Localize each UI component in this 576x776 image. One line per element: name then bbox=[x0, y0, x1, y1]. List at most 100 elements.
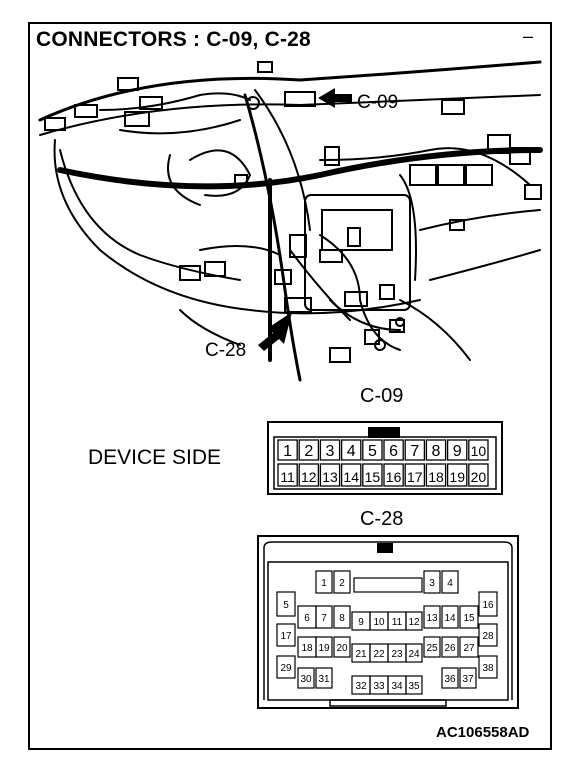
c28-pin-22: 22 bbox=[369, 643, 389, 663]
svg-text:15: 15 bbox=[365, 469, 381, 485]
c09-pin-19: 19 bbox=[446, 463, 468, 487]
svg-text:9: 9 bbox=[453, 443, 462, 460]
c09-pin-13: 13 bbox=[319, 463, 341, 487]
svg-text:24: 24 bbox=[408, 649, 420, 660]
c09-pin-16: 16 bbox=[383, 463, 404, 487]
c28-pin-26: 26 bbox=[441, 636, 459, 658]
c28-pin-14: 14 bbox=[441, 605, 459, 629]
c28-pin-3: 3 bbox=[423, 570, 441, 594]
svg-text:6: 6 bbox=[389, 443, 398, 460]
c28-pin-19: 19 bbox=[315, 636, 333, 658]
arrow-to-c28 bbox=[258, 312, 292, 351]
svg-text:7: 7 bbox=[410, 443, 419, 460]
svg-text:29: 29 bbox=[280, 663, 292, 674]
c09-pin-11: 11 bbox=[277, 463, 298, 487]
svg-text:3: 3 bbox=[429, 578, 435, 589]
c28-connector-label: C-28 bbox=[360, 508, 404, 530]
c28-pin-32: 32 bbox=[351, 675, 371, 695]
svg-text:12: 12 bbox=[301, 469, 317, 485]
svg-text:14: 14 bbox=[343, 469, 359, 485]
c09-pin-14: 14 bbox=[340, 463, 362, 487]
svg-text:17: 17 bbox=[280, 631, 292, 642]
c09-pin-20: 20 bbox=[468, 463, 489, 487]
svg-text:34: 34 bbox=[391, 681, 403, 692]
svg-text:9: 9 bbox=[358, 617, 364, 628]
c28-pin-33: 33 bbox=[369, 675, 389, 695]
c28-pin-8: 8 bbox=[333, 605, 351, 629]
callout-c09: C-09 bbox=[357, 92, 399, 113]
c09-pin-7: 7 bbox=[404, 439, 426, 461]
figure-title: CONNECTORS : C-09, C-28 bbox=[36, 28, 311, 51]
c09-pin-17: 17 bbox=[404, 463, 426, 487]
c28-pin-30: 30 bbox=[297, 667, 315, 689]
svg-text:3: 3 bbox=[326, 443, 335, 460]
c28-pin-29: 29 bbox=[276, 655, 296, 679]
svg-text:2: 2 bbox=[304, 443, 313, 460]
svg-text:25: 25 bbox=[426, 643, 438, 654]
c09-pin-2: 2 bbox=[298, 439, 320, 461]
svg-text:6: 6 bbox=[304, 613, 310, 624]
svg-text:2: 2 bbox=[339, 578, 345, 589]
c28-pin-35: 35 bbox=[405, 675, 423, 695]
svg-text:19: 19 bbox=[318, 643, 330, 654]
c28-pin-16: 16 bbox=[478, 591, 498, 617]
svg-text:16: 16 bbox=[482, 600, 494, 611]
svg-text:37: 37 bbox=[462, 674, 474, 685]
svg-text:19: 19 bbox=[449, 469, 465, 485]
c28-pin-15: 15 bbox=[459, 605, 479, 629]
svg-text:20: 20 bbox=[336, 643, 348, 654]
svg-text:13: 13 bbox=[322, 469, 338, 485]
c28-pin-13: 13 bbox=[423, 605, 441, 629]
svg-text:5: 5 bbox=[283, 600, 289, 611]
c28-pin-21: 21 bbox=[351, 643, 371, 663]
svg-text:23: 23 bbox=[391, 649, 403, 660]
c09-pin-18: 18 bbox=[425, 463, 447, 487]
svg-text:20: 20 bbox=[471, 469, 487, 485]
svg-text:11: 11 bbox=[392, 617, 403, 628]
c28-pin-11: 11 bbox=[387, 611, 407, 631]
c28-pin-12: 12 bbox=[405, 611, 423, 631]
c09-pin-6: 6 bbox=[383, 439, 404, 461]
c28-pin-1: 1 bbox=[315, 570, 333, 594]
c28-pin-10: 10 bbox=[369, 611, 389, 631]
c09-pin-5: 5 bbox=[362, 439, 383, 461]
c09-pin-9: 9 bbox=[446, 439, 468, 461]
svg-text:21: 21 bbox=[355, 649, 367, 660]
svg-text:13: 13 bbox=[426, 613, 438, 624]
c09-pin-4: 4 bbox=[340, 439, 362, 461]
callout-c28: C-28 bbox=[205, 340, 247, 361]
svg-text:36: 36 bbox=[444, 674, 456, 685]
c09-pin-3: 3 bbox=[319, 439, 341, 461]
svg-text:1: 1 bbox=[283, 443, 292, 460]
svg-text:16: 16 bbox=[386, 469, 402, 485]
c28-pin-23: 23 bbox=[387, 643, 407, 663]
svg-text:7: 7 bbox=[321, 613, 327, 624]
svg-text:18: 18 bbox=[301, 643, 313, 654]
svg-text:28: 28 bbox=[482, 631, 494, 642]
figure-frame bbox=[28, 22, 552, 750]
svg-text:26: 26 bbox=[444, 643, 456, 654]
svg-text:4: 4 bbox=[447, 578, 453, 589]
svg-text:32: 32 bbox=[355, 681, 367, 692]
c09-pin-1: 1 bbox=[277, 439, 298, 461]
svg-text:18: 18 bbox=[428, 469, 444, 485]
c28-pin-7: 7 bbox=[315, 605, 333, 629]
c09-pin-8: 8 bbox=[425, 439, 447, 461]
svg-text:8: 8 bbox=[339, 613, 345, 624]
svg-text:35: 35 bbox=[408, 681, 420, 692]
svg-text:10: 10 bbox=[373, 617, 385, 628]
c28-pin-36: 36 bbox=[441, 667, 459, 689]
c09-pin-12: 12 bbox=[298, 463, 320, 487]
svg-text:31: 31 bbox=[318, 674, 330, 685]
svg-text:22: 22 bbox=[373, 649, 385, 660]
c28-pin-24: 24 bbox=[405, 643, 423, 663]
c28-pin-25: 25 bbox=[423, 636, 441, 658]
svg-text:1: 1 bbox=[321, 578, 327, 589]
svg-text:11: 11 bbox=[280, 469, 295, 485]
device-side-label: DEVICE SIDE bbox=[88, 446, 222, 469]
